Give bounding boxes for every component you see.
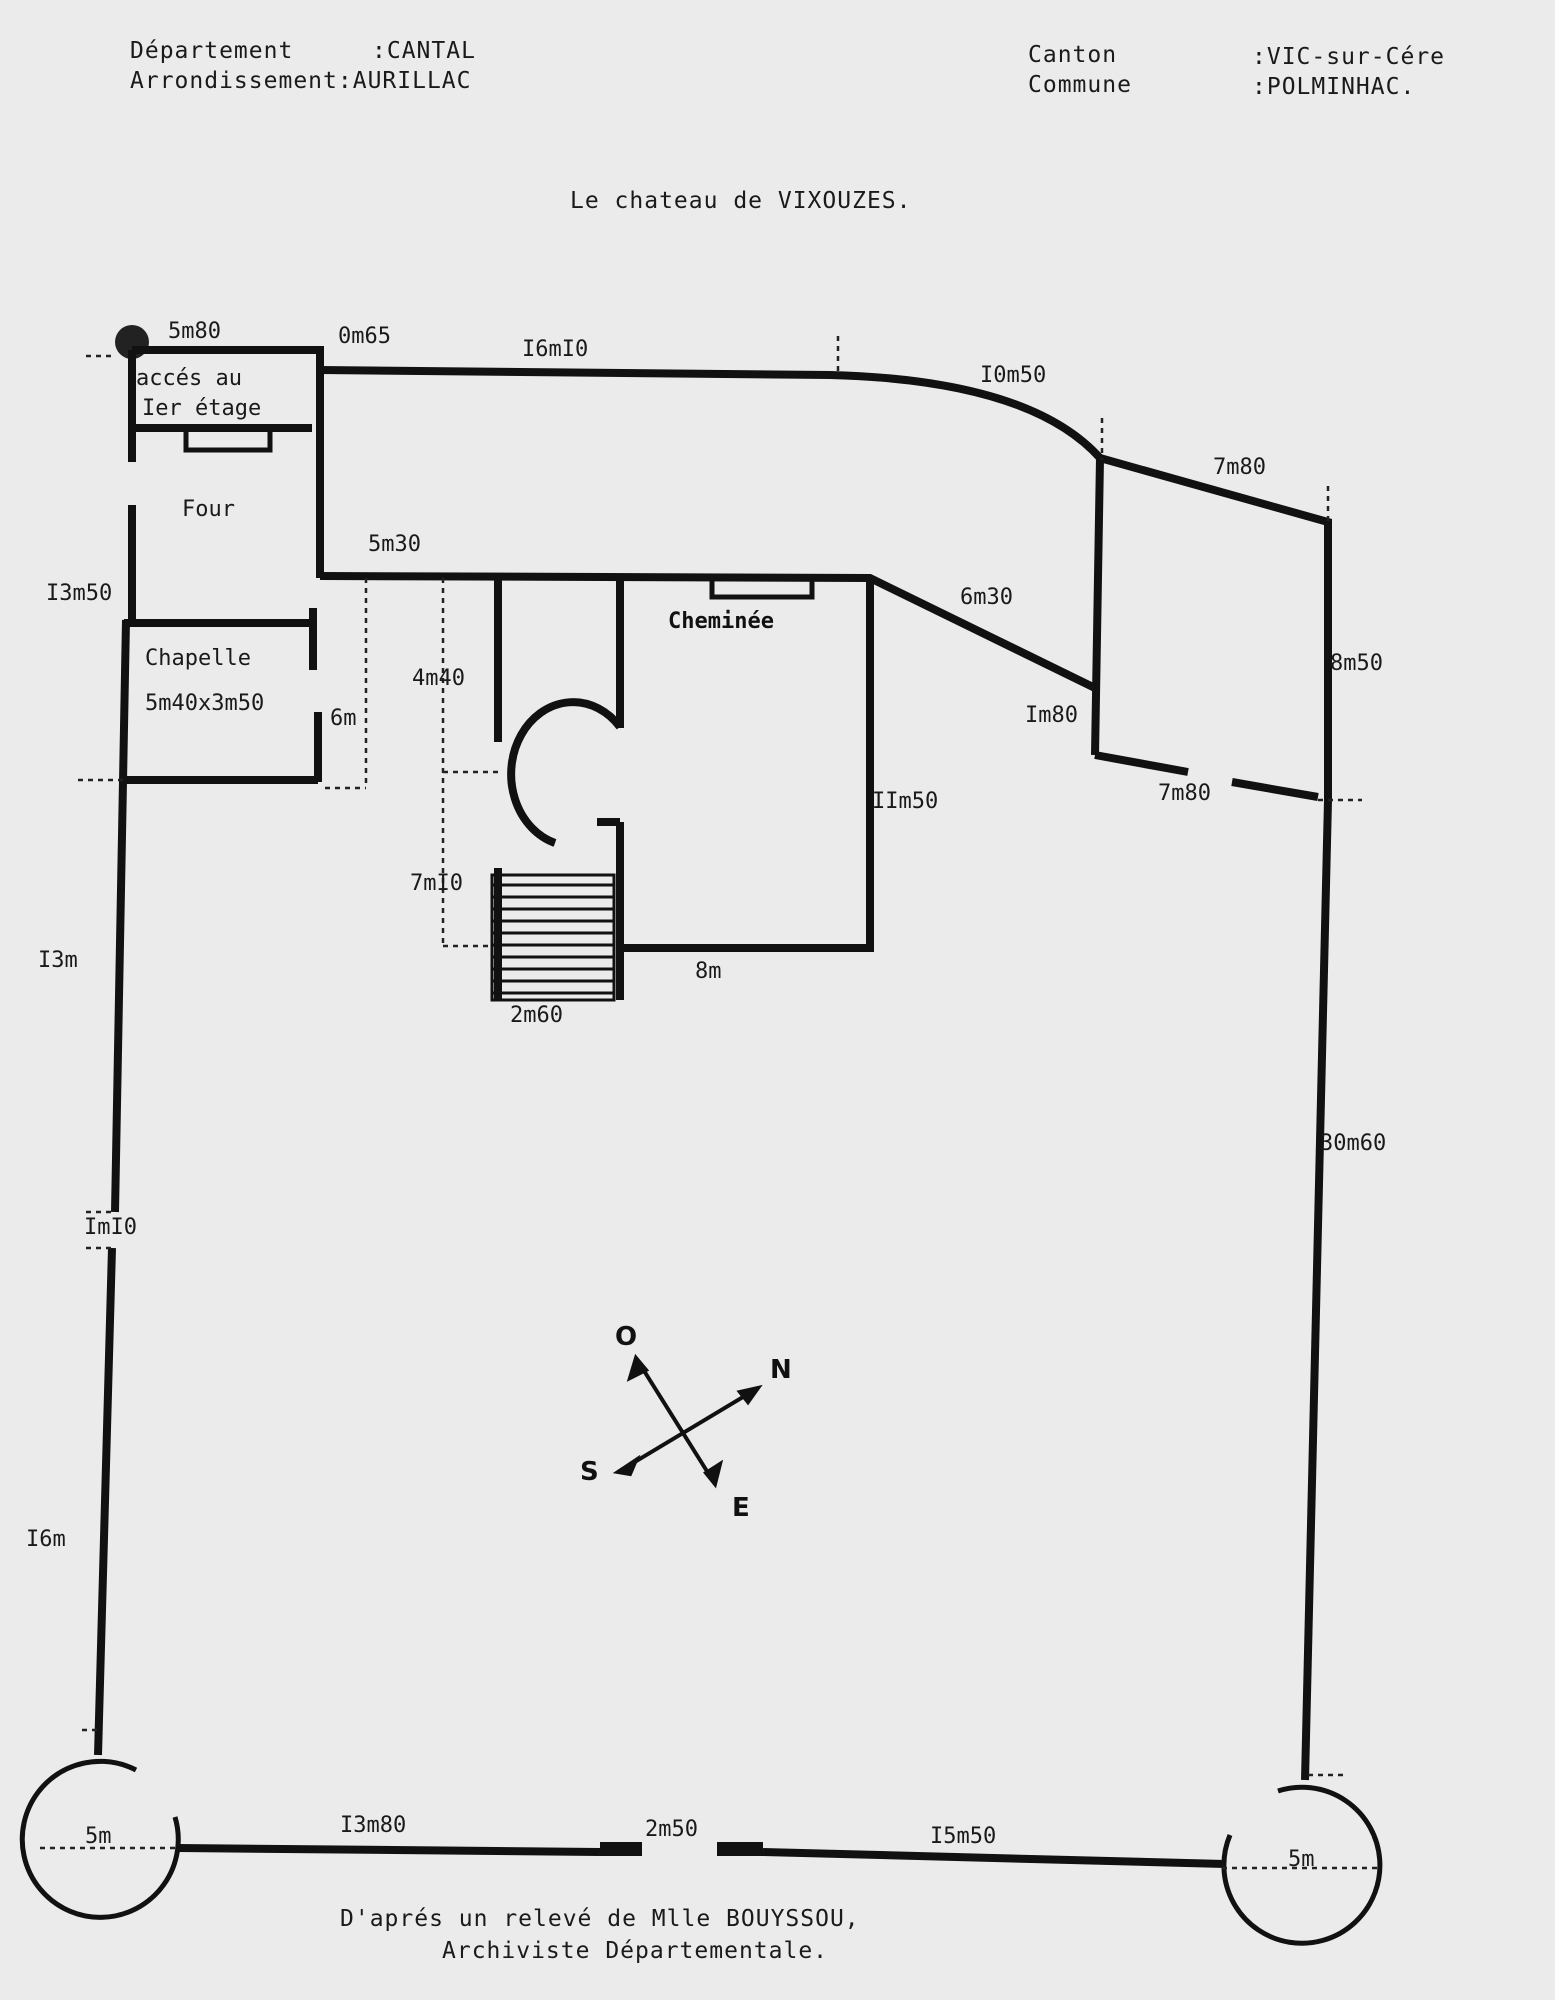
arrondissement-label: Arrondissement [130,68,338,94]
plan-title: Le chateau de VIXOUZES. [570,188,912,214]
south-wall [177,1842,1226,1868]
commune-label: Commune [1028,72,1132,98]
room-chapelle-label: Chapelle [145,646,251,671]
staircase [490,873,616,1002]
commune-value: :POLMINHAC. [1252,74,1416,100]
compass-east-label: E [732,1493,750,1523]
header-commune: Commune [1028,70,1132,100]
dim-13m50: I3m50 [46,581,112,606]
canton-label: Canton [1028,42,1118,68]
main-hall-walls [319,572,1097,1000]
dim-5m-left: 5m [85,1824,112,1849]
tower-bottom-left [19,1758,181,1920]
room-cheminee-label: Cheminée [668,609,774,634]
dim-8m: 8m [695,959,722,984]
dim-8m50: 8m50 [1330,651,1383,676]
main-wall-north [319,366,1103,461]
dim-7m80-top: 7m80 [1213,455,1266,480]
header-arrondissement: Arrondissement:AURILLAC [130,66,472,96]
east-building-walls [1091,454,1332,801]
dim-5m80: 5m80 [168,319,221,344]
dim-7m80-low: 7m80 [1158,781,1211,806]
dim-16m: I6m [26,1527,66,1552]
dim-1m80: Im80 [1025,703,1078,728]
header-canton-value: :VIC-sur-Cére [1252,42,1445,72]
canton-value: :VIC-sur-Cére [1252,44,1446,70]
header-departement: Département [130,36,293,66]
departement-label: Département [130,38,294,64]
room-acces-label-2: Ier étage [142,396,261,421]
dim-2m60: 2m60 [510,1003,563,1028]
compass-rose [612,1353,763,1489]
room-acces-label-1: accés au [136,366,242,391]
dim-30m60: 30m60 [1320,1131,1386,1156]
dim-11m50: IIm50 [872,789,938,814]
tower-bottom-right [1221,1784,1383,1946]
dim-6m30: 6m30 [960,585,1013,610]
acces-block-walls [128,346,324,620]
header-departement-value: :CANTAL [372,36,476,66]
footer-credit-line2: Archiviste Départementale. [442,1938,829,1964]
dim-16m10: I6mI0 [522,337,588,362]
dim-2m50: 2m50 [645,1817,698,1842]
dim-13m: I3m [38,948,78,973]
dim-6m: 6m [330,706,357,731]
dim-15m50: I5m50 [930,1824,996,1849]
dim-5m30: 5m30 [368,532,421,557]
chapelle-walls [124,608,322,784]
dim-0m65: 0m65 [338,324,391,349]
dotted-guides [40,336,1378,1870]
dim-1m10: ImI0 [84,1215,137,1240]
dim-7m10: 7mI0 [410,871,463,896]
dim-5m-right: 5m [1288,1847,1315,1872]
compass-south-label: S [580,1457,599,1487]
compass-north-label: N [770,1355,792,1385]
west-wall [94,619,130,1756]
dim-13m80: I3m80 [340,1813,406,1838]
dim-4m40: 4m40 [412,666,465,691]
dim-10m50: I0m50 [980,363,1046,388]
arrondissement-value: :AURILLAC [337,68,472,94]
room-four-label: Four [182,497,235,522]
room-chapelle-dims: 5m40x3m50 [145,691,264,716]
header-commune-value: :POLMINHAC. [1252,72,1415,102]
compass-west-label: O [615,1322,637,1352]
departement-value: :CANTAL [372,38,476,64]
east-wall [1301,799,1332,1781]
footer-credit-line1: D'aprés un relevé de Mlle BOUYSSOU, [340,1906,860,1932]
header-canton: Canton [1028,40,1117,70]
